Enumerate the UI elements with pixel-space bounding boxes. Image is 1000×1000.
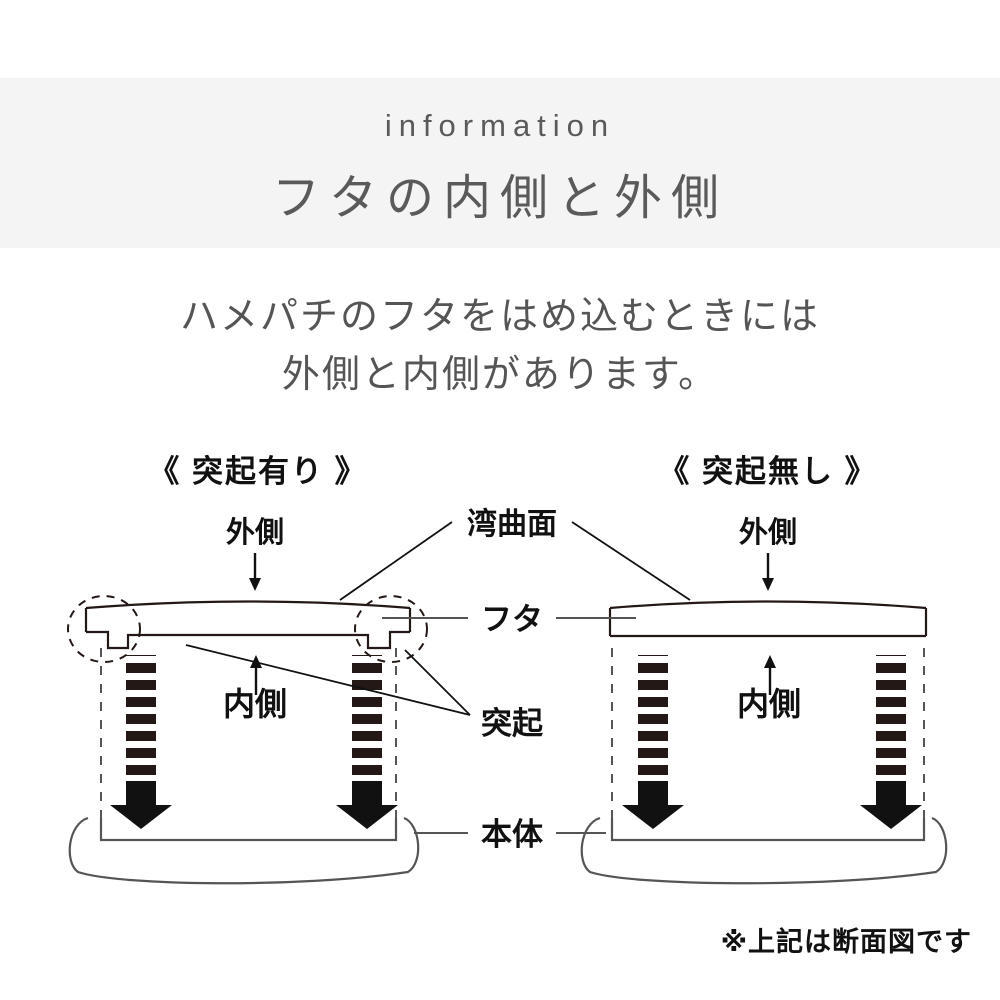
protrusion-highlight-right xyxy=(354,595,428,663)
panel-heading-left: 《 突起有り 》 xyxy=(148,454,367,489)
leader-protrusion-near xyxy=(404,649,471,716)
callout-label-body: 本体 xyxy=(481,817,543,852)
callout-lid: フタ xyxy=(382,602,636,637)
inside-arrow-right-icon xyxy=(764,655,776,695)
outside-label-left: 外側 xyxy=(226,516,284,549)
callout-body: 本体 xyxy=(414,817,606,852)
lead-paragraph: ハメパチのフタをはめ込むときには 外側と内側があります。 xyxy=(0,288,1000,404)
insert-arrow-right-1 xyxy=(622,655,684,829)
insert-arrow-right-2 xyxy=(860,655,922,829)
inside-label-right: 内側 xyxy=(737,686,801,722)
header-eyebrow: information xyxy=(384,108,616,143)
outside-arrow-left-icon xyxy=(249,553,261,591)
lead-line-1: ハメパチのフタをはめ込むときには xyxy=(179,296,820,338)
lead-line-2: 外側と内側があります。 xyxy=(281,354,719,396)
header-band xyxy=(0,78,1000,248)
insert-arrow-left-2 xyxy=(336,655,398,829)
outside-label-right: 外側 xyxy=(739,516,797,549)
body-outer-shell-left xyxy=(68,816,420,885)
body-inner-wall-left xyxy=(99,818,398,842)
callout-label-protrusion: 突起 xyxy=(481,706,544,741)
protrusion-highlight-left xyxy=(67,595,141,663)
outside-arrow-right-icon xyxy=(762,553,774,591)
callout-label-curved-surface: 湾曲面 xyxy=(467,507,557,541)
panel-with-protrusion: 《 突起有り 》 外側 xyxy=(67,454,428,885)
lid-underside-with-protrusion xyxy=(86,630,410,650)
lid-curved-top-left xyxy=(85,600,411,610)
inside-label-left: 内側 xyxy=(223,686,287,722)
callout-protrusion: 突起 xyxy=(185,644,544,741)
callout-curved-surface: 湾曲面 xyxy=(339,507,691,601)
callout-label-lid: フタ xyxy=(481,602,543,637)
lid-curved-top-right xyxy=(609,600,927,610)
body-inner-wall-right xyxy=(610,818,926,842)
panel-without-protrusion: 《 突起無し 》 外側 内側 xyxy=(580,454,948,885)
leader-curved-right xyxy=(571,521,691,601)
insert-arrow-left-1 xyxy=(110,655,172,829)
body-outer-shell-right xyxy=(580,816,948,885)
leader-protrusion-far xyxy=(185,644,471,716)
leader-curved-left xyxy=(339,521,453,601)
page-title: フタの内側と外側 xyxy=(271,172,728,225)
footnote: ※上記は断面図です xyxy=(720,927,972,957)
panel-heading-right: 《 突起無し 》 xyxy=(658,454,877,489)
